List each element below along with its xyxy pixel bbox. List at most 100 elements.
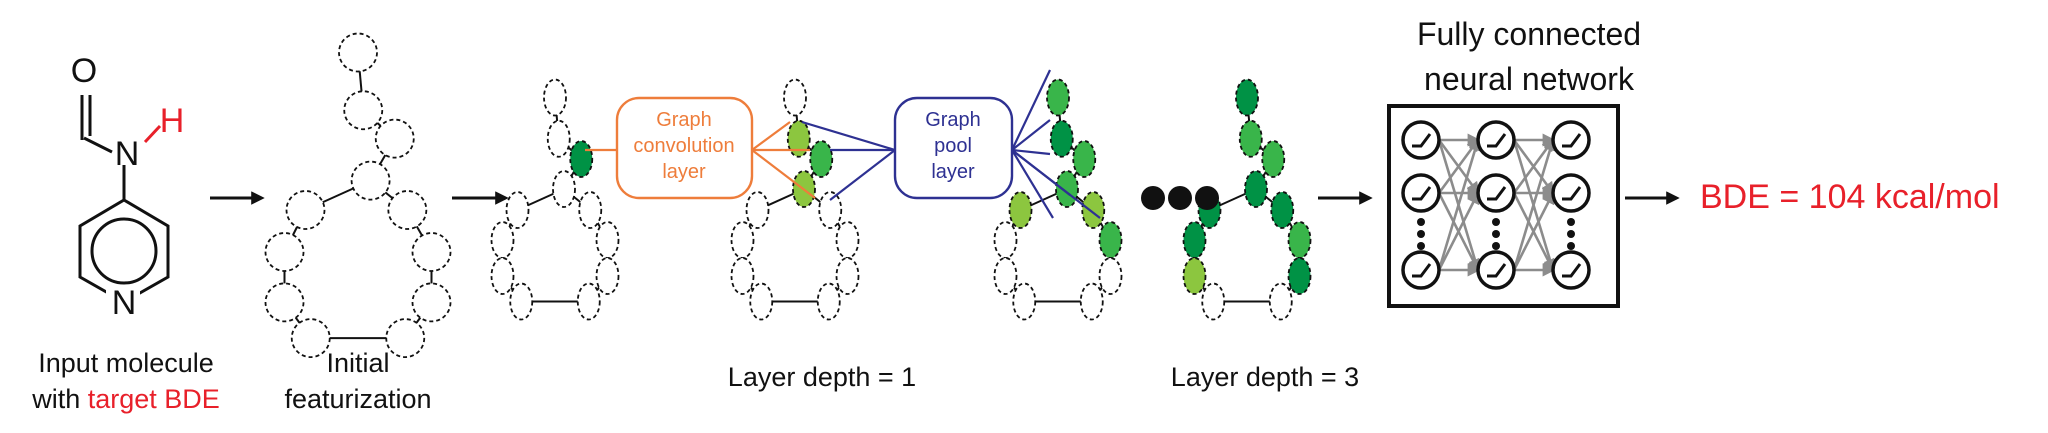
- nn-connection: [1512, 190, 1555, 271]
- graph-node: [1055, 170, 1079, 208]
- nn-ellipsis-dot: [1417, 242, 1425, 250]
- input-label-prefix: with: [31, 384, 88, 414]
- input-label-line2: with target BDE: [31, 384, 220, 414]
- graph-node: [505, 191, 530, 229]
- relu-neuron-icon: [1401, 173, 1441, 213]
- graph-node: [1182, 257, 1207, 295]
- relu-neuron-icon: [1551, 120, 1591, 160]
- graph-node: [1244, 170, 1268, 208]
- relu-glyph: [1487, 263, 1507, 278]
- graph-node: [576, 282, 601, 321]
- nn-connection: [1512, 137, 1557, 271]
- target-bde-highlight: target BDE: [88, 384, 220, 414]
- graph-node: [546, 119, 571, 158]
- graph-initial: [264, 32, 452, 359]
- graph-node: [993, 257, 1018, 295]
- graph-node: [1182, 221, 1207, 259]
- relu-neuron-icon: [1476, 250, 1516, 290]
- relu-glyph: [1412, 186, 1432, 201]
- pool-label-line3: layer: [931, 161, 975, 183]
- nn-connection: [1437, 137, 1482, 271]
- atom-nitrogen-ring: N: [112, 284, 137, 322]
- graph-node: [1287, 257, 1312, 295]
- graph-node: [816, 282, 841, 321]
- nn-neurons: [1401, 120, 1591, 290]
- relu-glyph: [1487, 133, 1507, 148]
- graph-node: [374, 118, 415, 159]
- fc-title-line2: neural network: [1424, 61, 1635, 97]
- relu-neuron-icon: [1401, 120, 1441, 160]
- layer-depth-3-label: Layer depth = 3: [1171, 362, 1359, 392]
- graph-layer-a: [490, 78, 620, 321]
- graph-node: [1012, 282, 1037, 321]
- pool-label-line1: Graph: [925, 109, 981, 131]
- nn-ellipsis-dot: [1567, 242, 1575, 250]
- nn-ellipsis-dot: [1492, 242, 1500, 250]
- graph-node: [552, 170, 576, 208]
- graph-node: [745, 191, 770, 229]
- graph-node: [818, 191, 843, 229]
- nn-vertical-ellipsis: [1417, 218, 1575, 250]
- graph-node: [730, 221, 755, 259]
- graph-node: [350, 160, 391, 201]
- graph-node: [578, 191, 603, 229]
- graph-node: [1098, 221, 1123, 259]
- conv-label-line1: Graph: [656, 109, 712, 131]
- relu-glyph: [1487, 186, 1507, 201]
- graph-node: [285, 190, 326, 230]
- graph-node: [786, 119, 811, 158]
- nn-ellipsis-dot: [1567, 218, 1575, 226]
- graph-node: [835, 221, 860, 259]
- graph-pool-box: [893, 96, 1014, 200]
- graph-layer-c: [993, 78, 1123, 321]
- conv-connectors: [585, 121, 816, 199]
- graph-node: [993, 221, 1018, 259]
- relu-neuron-icon: [1401, 250, 1441, 290]
- graph-node: [1098, 257, 1123, 295]
- bde-result: BDE = 104 kcal/mol: [1700, 178, 2000, 216]
- graph-node: [290, 318, 331, 359]
- graph-node: [569, 140, 594, 178]
- graph-node: [1072, 140, 1097, 178]
- nn-ellipsis-dot: [1567, 230, 1575, 238]
- input-label-line1: Input molecule: [38, 348, 214, 378]
- graph-node: [343, 90, 384, 131]
- relu-glyph: [1562, 186, 1582, 201]
- graph-node: [1079, 282, 1104, 321]
- nn-connections: [1437, 133, 1557, 277]
- relu-glyph: [1412, 263, 1432, 278]
- atom-mask: [106, 287, 140, 321]
- graph-node: [1235, 78, 1259, 117]
- graph-node: [385, 318, 426, 359]
- graph-node: [809, 140, 834, 178]
- atom-hydrogen: H: [160, 102, 185, 140]
- graph-node: [1008, 191, 1033, 229]
- graph-node: [730, 257, 755, 295]
- graph-node: [1049, 119, 1074, 158]
- graph-node: [490, 221, 515, 259]
- input-molecule: [78, 95, 170, 304]
- atom-oxygen: O: [71, 52, 97, 90]
- nn-ellipsis-dot: [1492, 230, 1500, 238]
- graph-node: [1238, 119, 1263, 158]
- graph-node: [783, 78, 807, 117]
- graph-node: [1046, 78, 1070, 117]
- nn-connection: [1437, 190, 1480, 271]
- relu-glyph: [1412, 133, 1432, 148]
- graph-node: [749, 282, 774, 321]
- graph-node: [264, 232, 305, 272]
- graph-layer-b: [730, 78, 860, 321]
- graph-node: [411, 232, 452, 272]
- n-h-bond: [143, 124, 162, 144]
- relu-glyph: [1562, 263, 1582, 278]
- init-label-line1: Initial: [326, 348, 389, 378]
- graph-node: [1201, 282, 1226, 321]
- graph-node: [411, 282, 452, 323]
- graph-node: [595, 257, 620, 295]
- conv-label-line3: layer: [662, 161, 706, 183]
- graph-node: [387, 190, 428, 230]
- relu-glyph: [1562, 133, 1582, 148]
- graph-node: [1081, 191, 1106, 229]
- graph-node: [264, 282, 305, 323]
